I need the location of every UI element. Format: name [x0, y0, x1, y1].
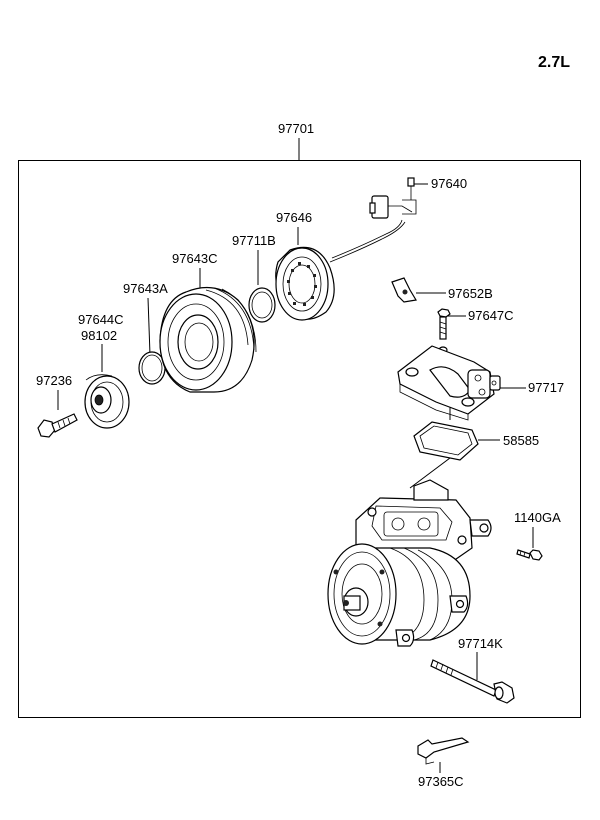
bracket-drawing: [391, 277, 417, 303]
engine-label: 2.7L: [538, 54, 570, 71]
field-coil-drawing: [275, 177, 417, 321]
label-bracket: 97652B: [448, 286, 493, 301]
compressor-body-drawing: [327, 479, 492, 647]
label-mount-bolt: 1140GA: [514, 510, 561, 525]
label-long-bolt: 97714K: [458, 636, 503, 651]
label-snap-ring-a: 97643A: [123, 281, 168, 296]
gasket-drawing: [413, 421, 479, 461]
label-field-coil: 97646: [276, 210, 312, 225]
label-gasket: 58585: [503, 433, 539, 448]
clip-drawing: [417, 737, 470, 765]
label-valve-block: 97717: [528, 380, 564, 395]
bolt-97647c-drawing: [437, 308, 451, 354]
valve-block-drawing: [397, 345, 501, 421]
label-clip: 97365C: [418, 774, 464, 789]
mount-bolt-drawing: [516, 549, 543, 561]
snap-ring-b-drawing: [248, 287, 276, 323]
center-bolt-drawing: [37, 413, 78, 438]
assembly-frame: [18, 160, 581, 718]
long-bolt-drawing: [430, 659, 515, 704]
label-connector-bolt: 97640: [431, 176, 467, 191]
leader-lines: [57, 183, 534, 773]
label-hub: 97644C: [78, 312, 124, 327]
label-center-bolt: 97236: [36, 373, 72, 388]
label-pulley: 97643C: [172, 251, 218, 266]
label-bolt: 97647C: [468, 308, 514, 323]
label-shim: 98102: [81, 328, 117, 343]
label-snap-ring-b: 97711B: [232, 233, 276, 248]
label-assembly: 97701: [278, 121, 314, 136]
pulley-drawing: [159, 286, 257, 393]
hub-drawing: [84, 374, 130, 429]
